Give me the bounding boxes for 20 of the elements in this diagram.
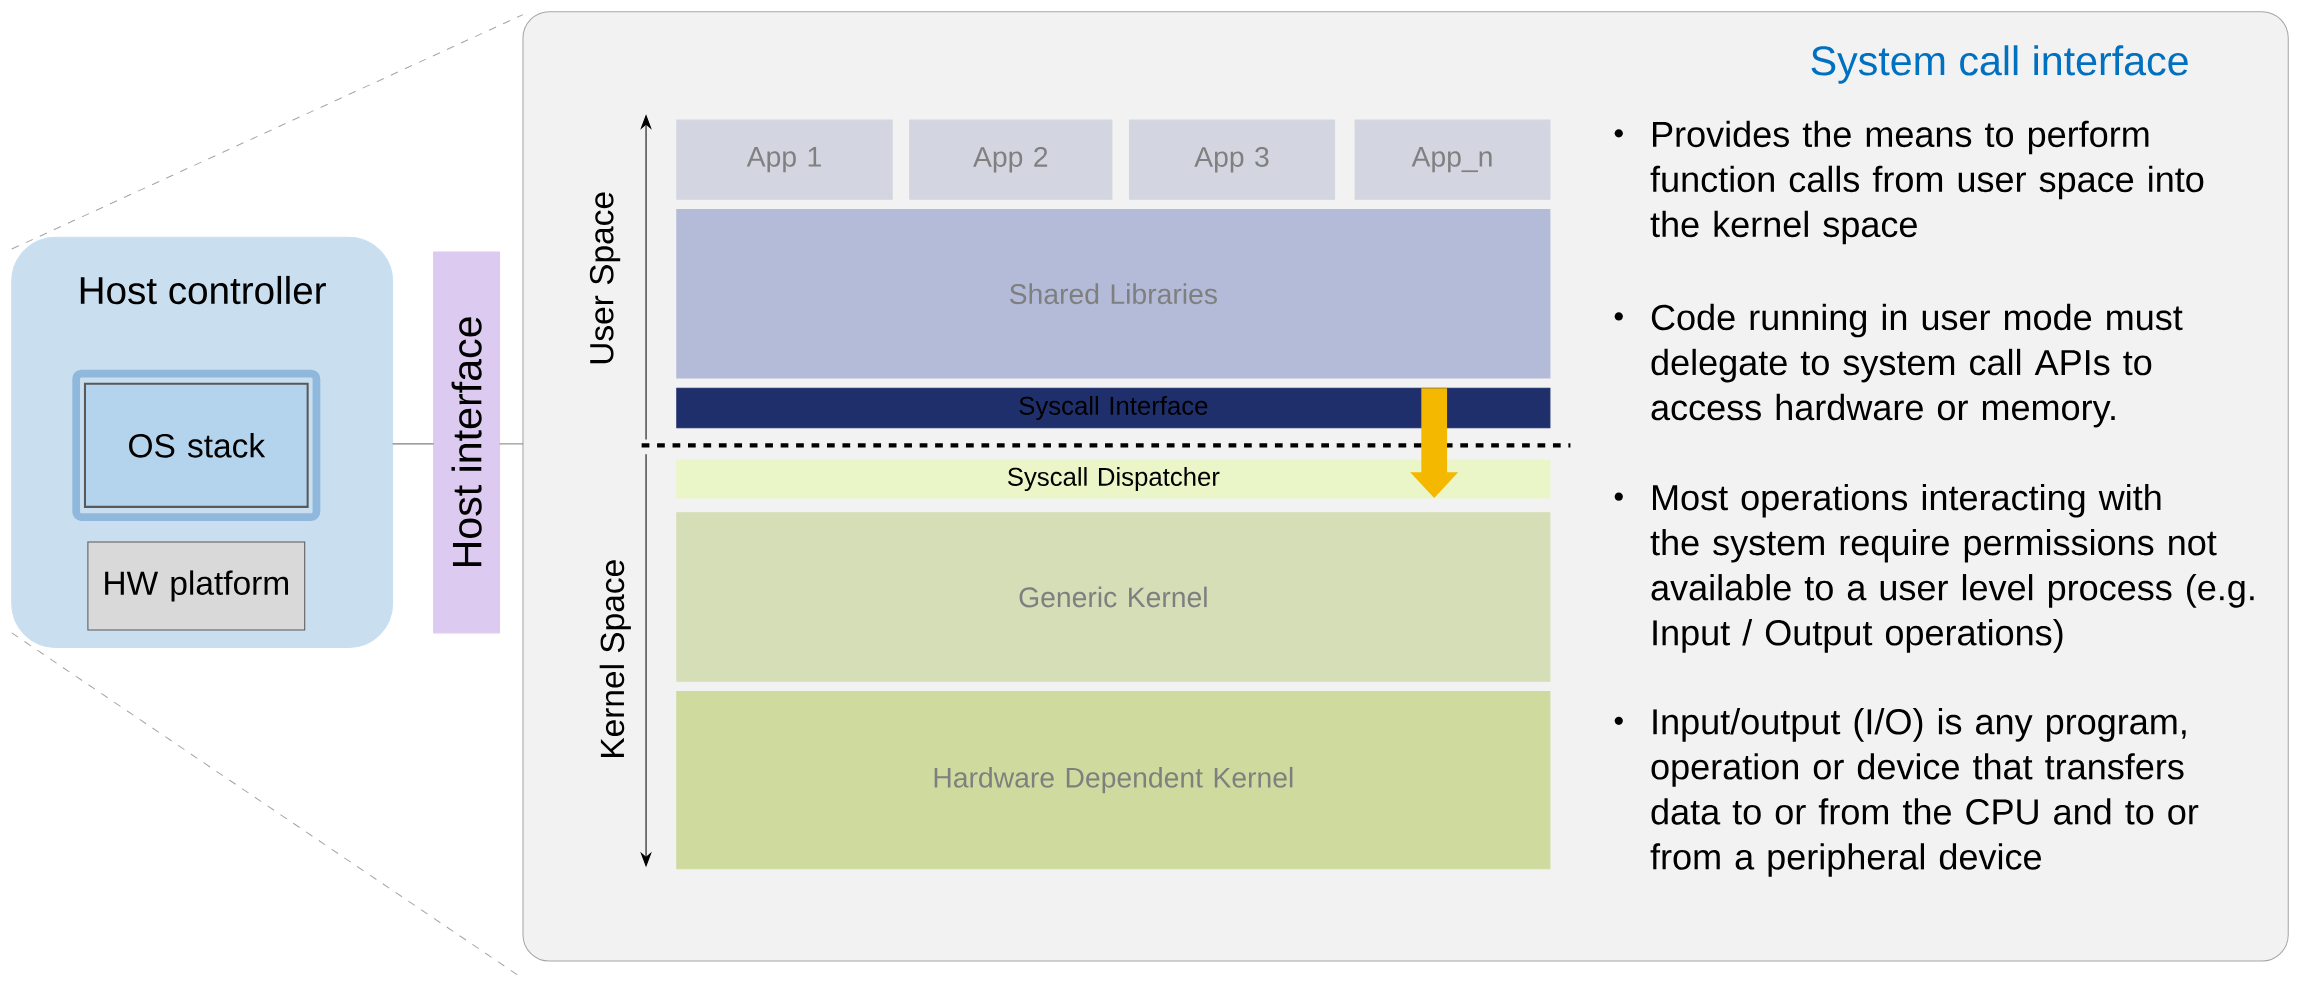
interface-band: Host interface xyxy=(433,251,501,634)
app-box: App 1 xyxy=(676,119,893,200)
platform-box: HW platform xyxy=(87,541,306,631)
region-label: User Space xyxy=(589,192,621,363)
bullet-item: Code running in user mode must delegate to system call APIs to access hardware or memory. xyxy=(1651,303,2183,428)
connector-line xyxy=(499,443,524,445)
app-box: App 3 xyxy=(1128,119,1336,200)
layer-box: Syscall Interface xyxy=(676,387,1551,429)
app-box: App_n xyxy=(1354,119,1551,200)
layer-box: Hardware Dependent Kernel xyxy=(676,690,1551,869)
app-box: App 2 xyxy=(909,119,1113,200)
bullet-item: Input/output (I/O) is any program, operation or device that transfers data to or from the CPU and to or from a peripheral device xyxy=(1650,707,2199,877)
connector-line xyxy=(392,443,435,445)
region-label: Kernel Space xyxy=(599,560,631,757)
bullet-item: Most operations interacting with the system require permissions not available to a user level process (e.g. Input / Output operations) xyxy=(1650,483,2254,653)
bullet-item: Provides the means to perform function calls from user space into the kernel space xyxy=(1650,120,2204,245)
layer-box: Syscall Dispatcher xyxy=(676,459,1551,499)
layer-box: Shared Libraries xyxy=(676,208,1551,379)
layer-box: Generic Kernel xyxy=(676,512,1551,682)
stack-box: OS stack xyxy=(83,382,309,508)
